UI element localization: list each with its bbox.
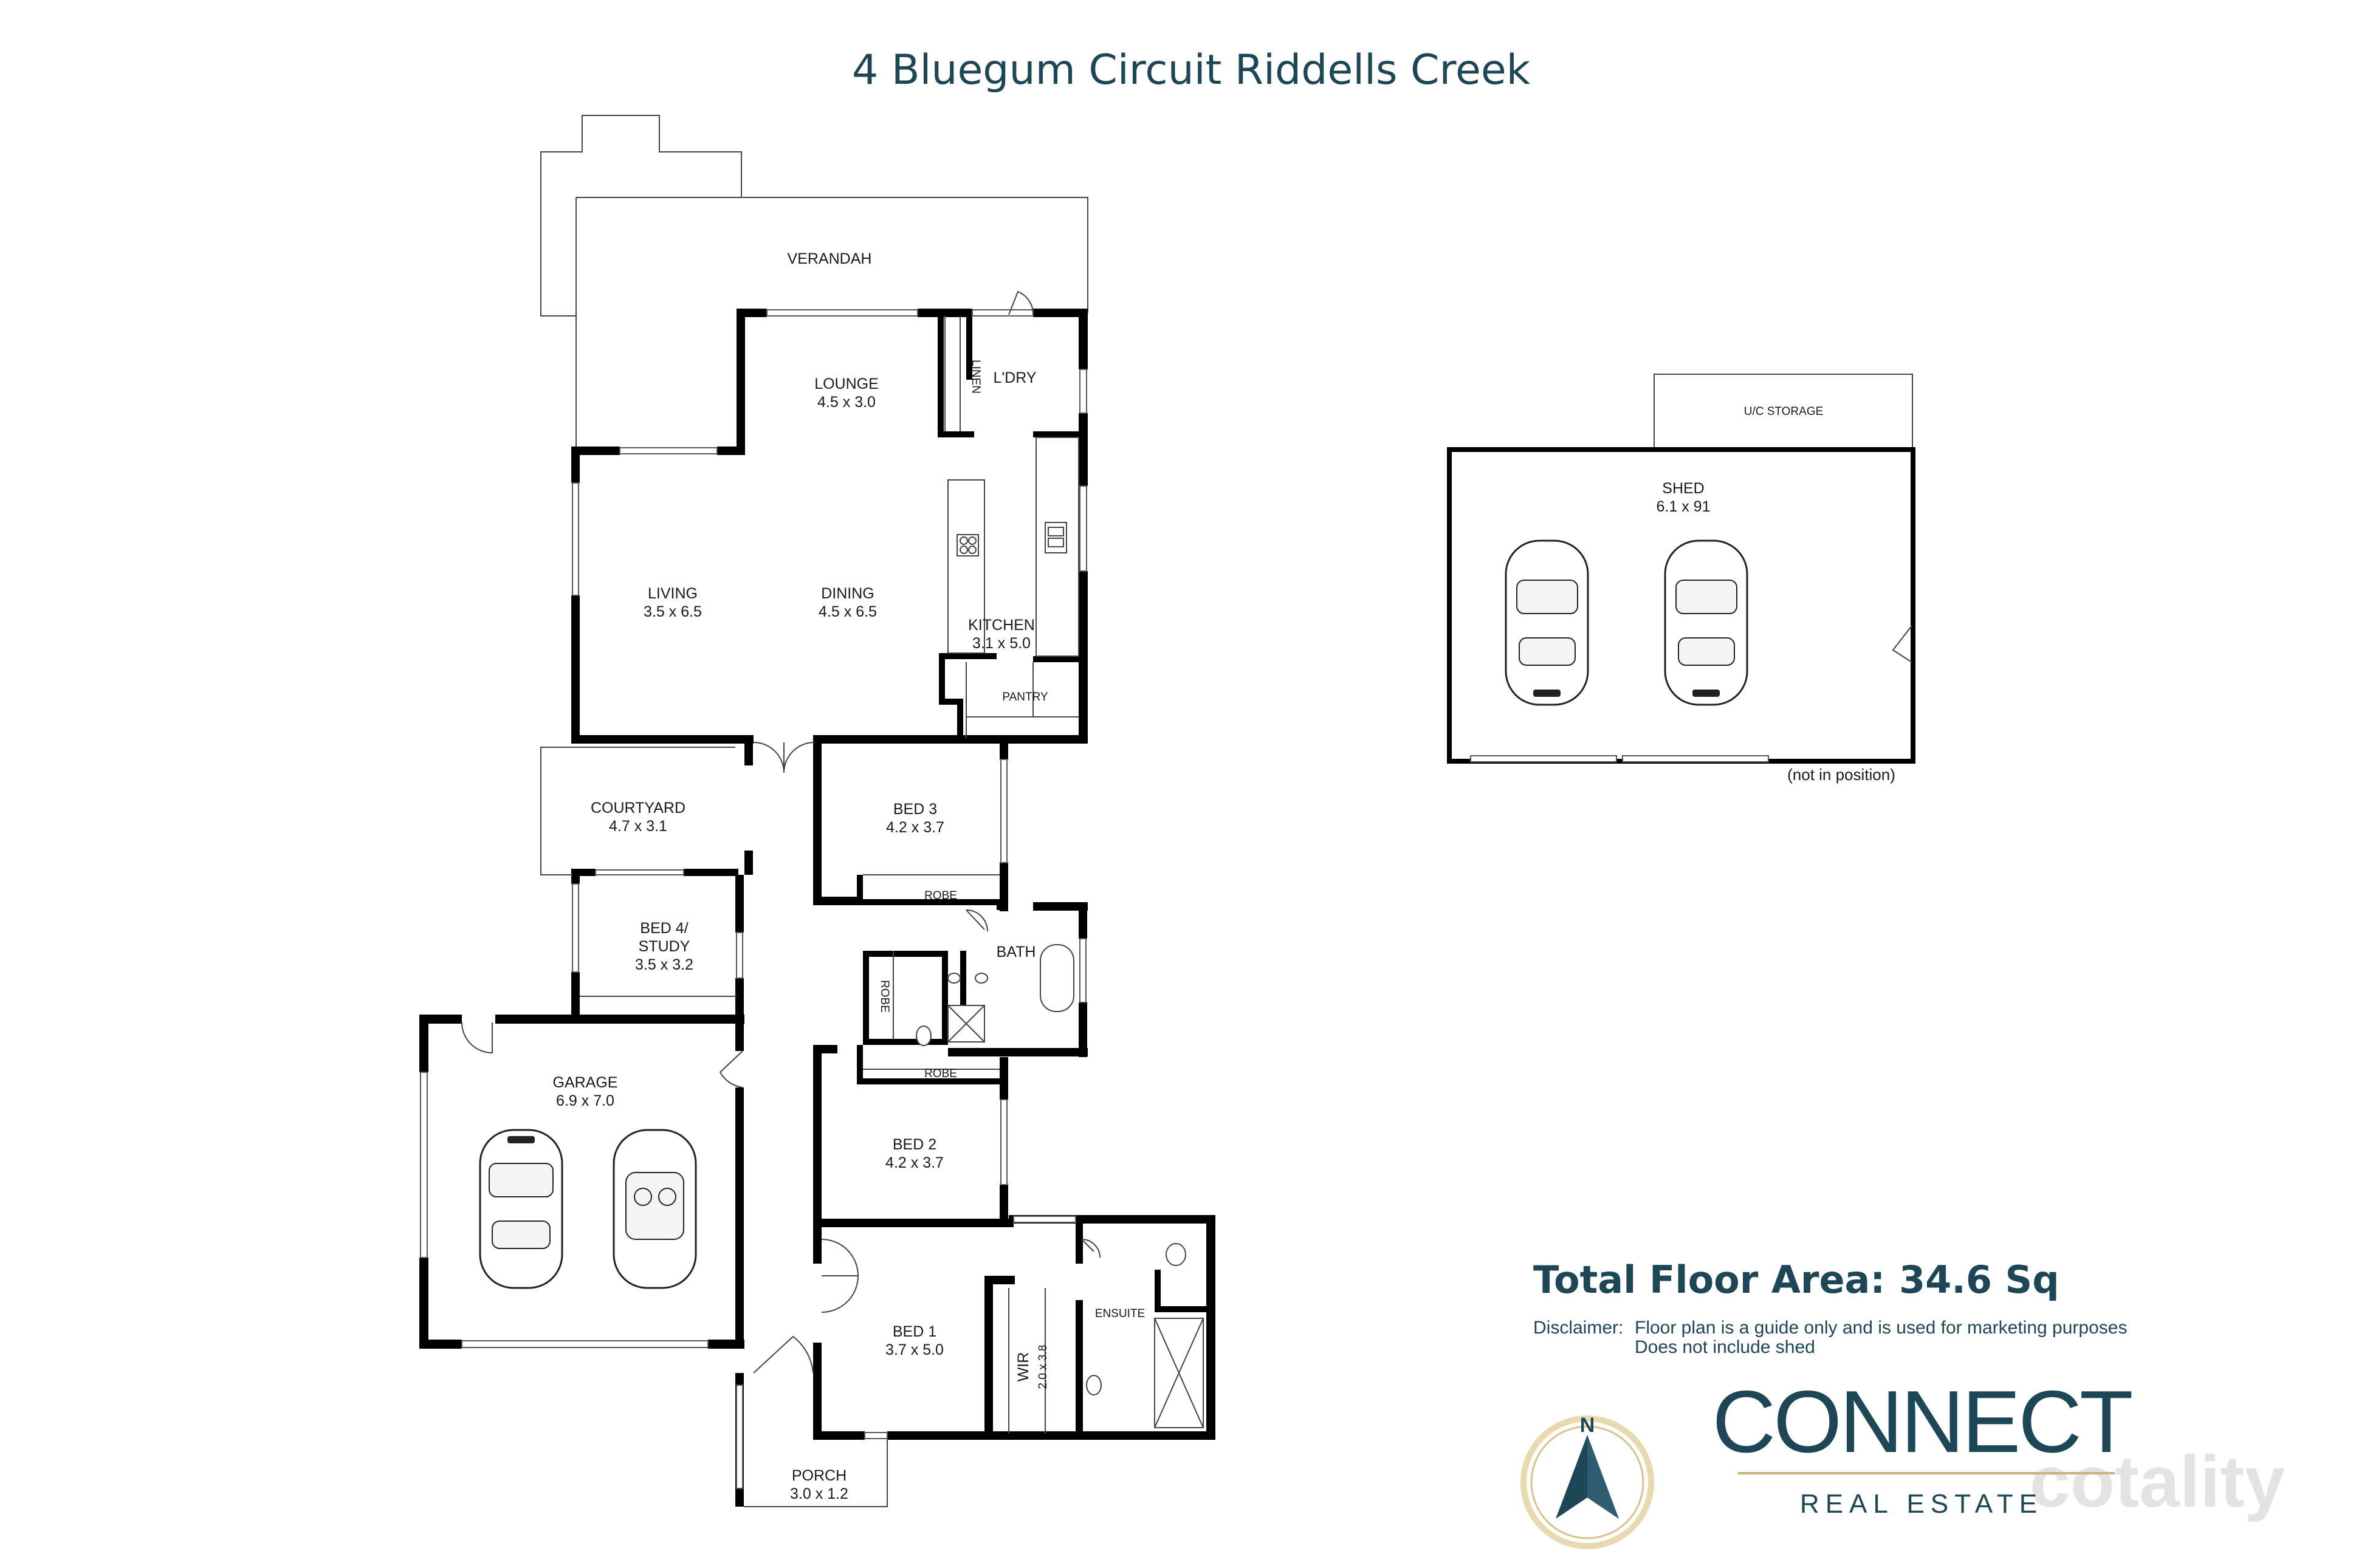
room-label-ensuite: ENSUITE: [1095, 1307, 1145, 1320]
plan-title: 4 Bluegum Circuit Riddells Creek: [852, 46, 1531, 94]
room-dims-living: 3.5 x 6.5: [644, 603, 702, 620]
bath-fixtures: [916, 909, 1074, 1046]
disclaimer-label: Disclaimer:: [1533, 1318, 1623, 1338]
bed1-fixtures: [821, 1239, 1204, 1434]
room-label-robe-bed2: ROBE: [924, 1067, 957, 1080]
brand-tagline: REAL ESTATE: [1800, 1489, 2043, 1519]
windows: [420, 309, 1087, 1439]
verandah-outline: [540, 115, 1088, 450]
room-label-courtyard: COURTYARD: [591, 799, 685, 817]
courtyard-outline: [540, 747, 735, 875]
room-label-dining: DINING: [821, 585, 874, 602]
room-label-bed3: BED 3: [893, 801, 937, 818]
porch-outline: [744, 1440, 888, 1507]
room-label-wir: WIR: [1015, 1352, 1032, 1382]
room-dims-courtyard: 4.7 x 3.1: [609, 818, 667, 835]
room-dims-porch: 3.0 x 1.2: [790, 1485, 848, 1502]
total-floor-area-value: 34.6 Sq: [1899, 1258, 2059, 1302]
french-door: [753, 742, 815, 773]
car-icon: [479, 1129, 563, 1289]
room-dims-garage: 6.9 x 7.0: [556, 1092, 614, 1109]
room-label-lounge: LOUNGE: [814, 375, 879, 392]
room-label-kitchen: KITCHEN: [968, 617, 1035, 634]
disclaimer-line1: Floor plan is a guide only and is used f…: [1635, 1318, 2127, 1338]
room-label-bed4-line2: STUDY: [639, 938, 690, 955]
main-walls: [419, 309, 1215, 1507]
shed-note: (not in position): [1787, 765, 1895, 784]
room-dims-shed: 6.1 x 91: [1657, 498, 1711, 515]
total-floor-area-label: Total Floor Area:: [1533, 1258, 1885, 1302]
room-dims-kitchen: 3.1 x 5.0: [972, 635, 1031, 652]
shed-plan: [1447, 374, 1915, 764]
room-dims-bed3: 4.2 x 3.7: [886, 819, 944, 836]
room-label-verandah: VERANDAH: [788, 250, 872, 267]
room-label-bed4-line1: BED 4/: [640, 920, 688, 937]
kitchen-fixtures: [944, 316, 1079, 738]
room-label-bed2: BED 2: [893, 1136, 936, 1153]
room-dims-lounge: 4.5 x 3.0: [817, 394, 876, 411]
room-dims-bed4: 3.5 x 3.2: [635, 956, 693, 973]
shed-car-icon: [1505, 539, 1589, 706]
room-label-garage: GARAGE: [553, 1074, 618, 1091]
robe-shelves: [863, 874, 1000, 1070]
room-label-living: LIVING: [648, 585, 698, 602]
shed-car-icon: [1664, 539, 1748, 706]
room-label-robe-bed3: ROBE: [924, 889, 957, 902]
brand-name: CONNECT: [1712, 1372, 2132, 1471]
convertible-car-icon: [613, 1129, 697, 1289]
room-dims-dining: 4.5 x 6.5: [819, 603, 877, 620]
room-label-robe-side: ROBE: [878, 980, 891, 1013]
disclaimer-line2: Does not include shed: [1635, 1337, 1815, 1357]
compass-letter: N: [1580, 1414, 1595, 1437]
room-label-bed1: BED 1: [893, 1323, 936, 1340]
room-label-bath: BATH: [997, 943, 1036, 960]
room-label-shed: SHED: [1662, 480, 1704, 497]
room-label-linen: LINEN: [969, 360, 982, 394]
room-label-pantry: PANTRY: [1002, 691, 1048, 704]
north-arrow-icon: [1520, 1416, 1654, 1549]
room-label-laundry: L'DRY: [993, 369, 1036, 386]
room-dims-bed2: 4.2 x 3.7: [885, 1154, 944, 1171]
room-dims-bed1: 3.7 x 5.0: [885, 1341, 944, 1358]
room-dims-wir: 2.0 x 3.8: [1037, 1345, 1049, 1389]
brand-watermark: cotality: [2030, 1441, 2285, 1522]
room-label-storage: U/C STORAGE: [1744, 405, 1824, 418]
room-label-porch: PORCH: [792, 1467, 847, 1484]
